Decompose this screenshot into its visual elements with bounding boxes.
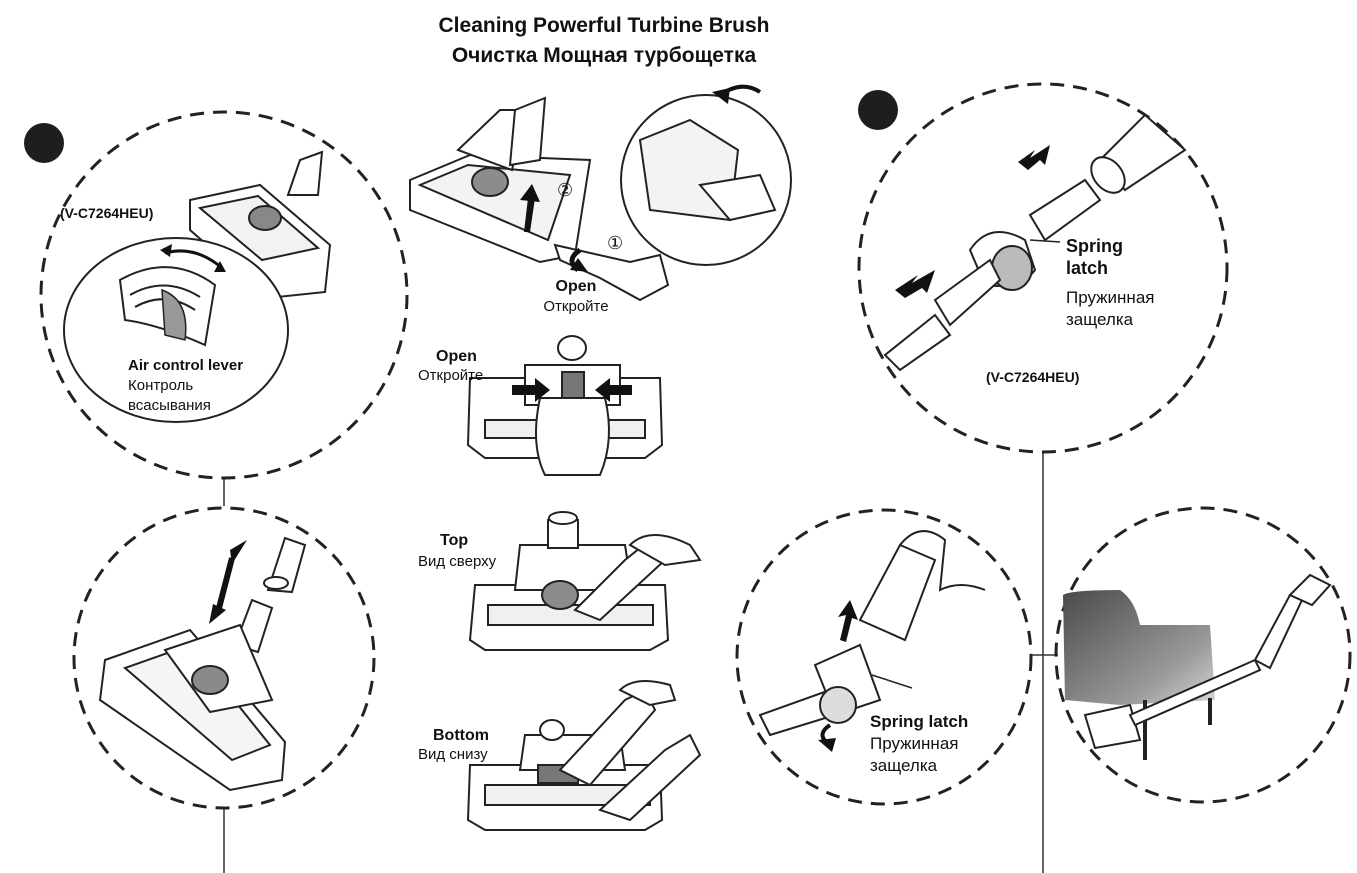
center-top-drawing [409, 94, 792, 302]
circle-right-bottom-left [735, 508, 1033, 806]
circle-left-bottom [72, 506, 376, 810]
top-view-label-ru: Вид сверху [418, 553, 497, 570]
double-arrow-icon [209, 540, 247, 624]
chair-image [1063, 590, 1215, 705]
open-label-2-ru: Откройте [418, 367, 484, 384]
step-2-marker: ② [557, 180, 574, 200]
air-control-lever-label: Air control lever [128, 357, 244, 374]
spring-latch-bottom-ru-1: Пружинная [870, 734, 959, 753]
arrow-icons-center-open [512, 378, 632, 402]
model-label-right: (V-C7264HEU) [986, 369, 1080, 385]
arrow-icons-right-bottom [818, 600, 858, 752]
spring-latch-label-bottom: Spring latch [870, 712, 969, 731]
open-label-2: Open [436, 348, 477, 365]
top-view-label: Top [440, 532, 469, 549]
title-en: Cleaning Powerful Turbine Brush [438, 14, 770, 37]
spring-latch-label-2: latch [1066, 258, 1109, 278]
spring-latch-label-1: Spring [1066, 236, 1123, 256]
arrow-icons-right-top [895, 145, 1050, 298]
model-label-left: (V-C7264HEU) [60, 205, 154, 221]
spring-latch-ru-1: Пружинная [1066, 288, 1155, 307]
center-open-drawing [466, 335, 664, 476]
open-label-1-ru: Откройте [543, 298, 609, 315]
bottom-view-label-ru: Вид снизу [418, 746, 488, 763]
open-label-1: Open [555, 278, 597, 295]
circle-right-bottom-right [1054, 506, 1352, 804]
air-control-lever-label-ru-1: Контроль [128, 377, 194, 394]
step-marker-dot [858, 90, 898, 130]
arrow-icons-center-top [520, 84, 762, 272]
title-ru: Очистка Мощная турбощетка [451, 44, 757, 67]
step-marker-dot [24, 123, 64, 163]
center-top-view-drawing [468, 511, 702, 651]
bottom-view-label: Bottom [433, 727, 489, 744]
air-control-lever-label-ru-2: всасывания [128, 397, 211, 414]
circle-right-top [857, 82, 1229, 454]
connector-lines [223, 452, 1058, 873]
spring-latch-ru-2: защелка [1066, 310, 1134, 329]
step-1-marker: ① [607, 233, 624, 253]
center-bottom-view-drawing [466, 680, 702, 831]
circle-left-top [24, 110, 409, 480]
spring-latch-bottom-ru-2: защелка [870, 756, 938, 775]
